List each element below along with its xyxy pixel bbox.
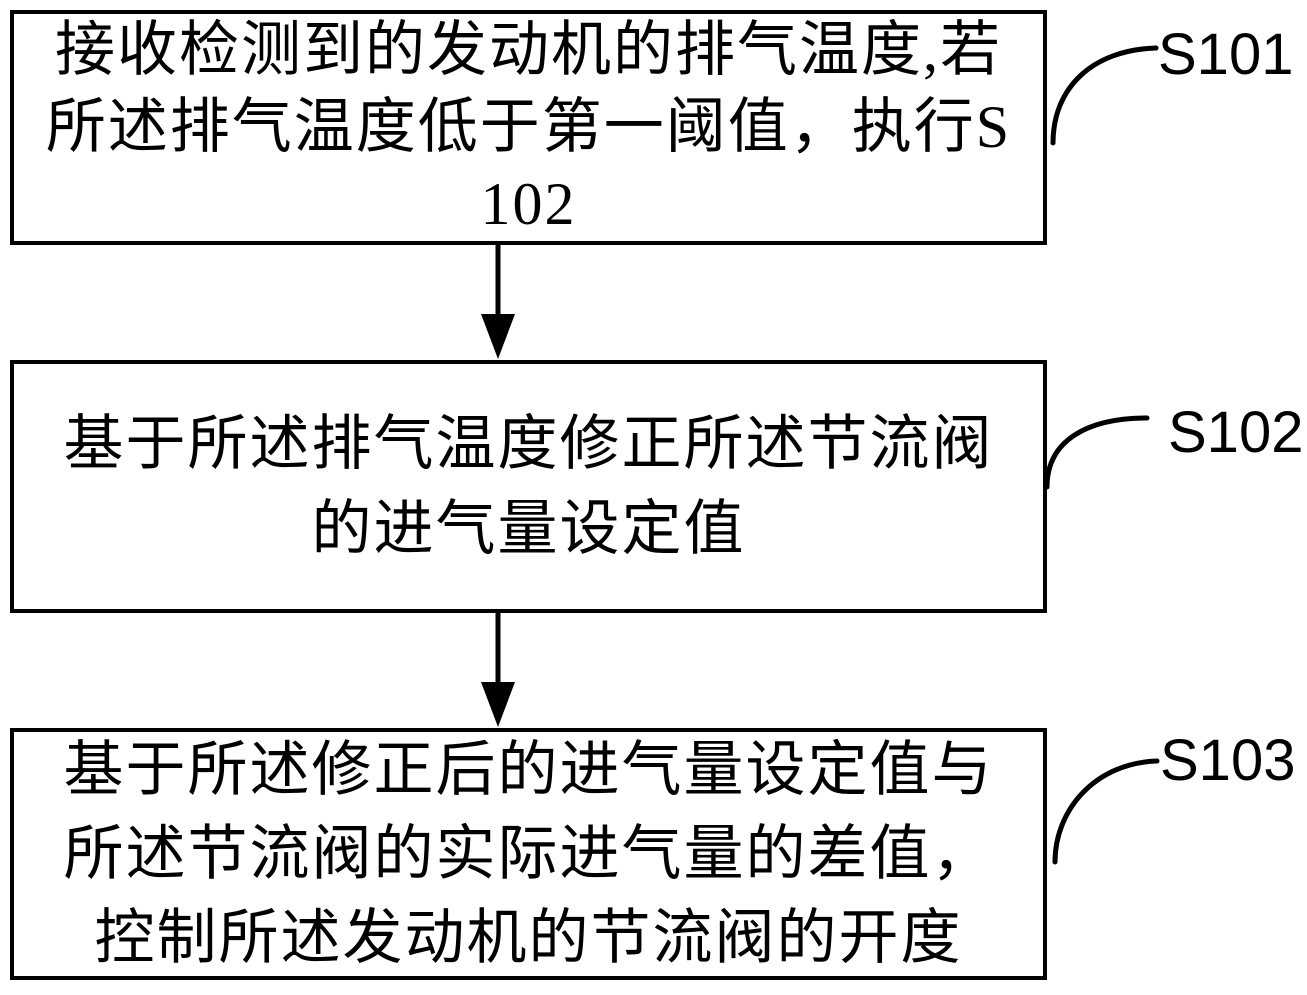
step-label-s101: S101 (1158, 22, 1294, 87)
step3-text-line2: 所述节流阀的实际进气量的差值， (63, 821, 994, 887)
arrow-step2-step3-head (481, 682, 515, 727)
arrow-step1-step2-head (481, 314, 515, 359)
leader-curve-s102 (1044, 415, 1150, 490)
step2-text-line1: 基于所述排气温度修正所述节流阀 (63, 410, 994, 477)
step1-text-line1: 接收检测到的发动机的排气温度,若 (55, 17, 1002, 83)
step-label-s103: S103 (1160, 728, 1296, 793)
step3-text-line3: 控制所述发动机的节流阀的开度 (94, 905, 963, 971)
flow-step-box-s102: 基于所述排气温度修正所述节流阀 的进气量设定值 (10, 360, 1047, 613)
flow-step-box-s101: 接收检测到的发动机的排气温度,若 所述排气温度低于第一阈值，执行S 102 (10, 10, 1047, 245)
step1-text-line2: 所述排气温度低于第一阈值，执行S (45, 94, 1012, 160)
leader-curve-s103 (1052, 758, 1160, 865)
step3-text-line1: 基于所述修正后的进气量设定值与 (63, 737, 994, 803)
step-label-s102: S102 (1168, 400, 1304, 465)
step2-text-line2: 的进气量设定值 (311, 495, 746, 562)
step1-text-line3: 102 (480, 171, 577, 237)
leader-curve-s101 (1050, 45, 1159, 146)
flow-step-box-s103: 基于所述修正后的进气量设定值与 所述节流阀的实际进气量的差值， 控制所述发动机的… (10, 728, 1047, 980)
